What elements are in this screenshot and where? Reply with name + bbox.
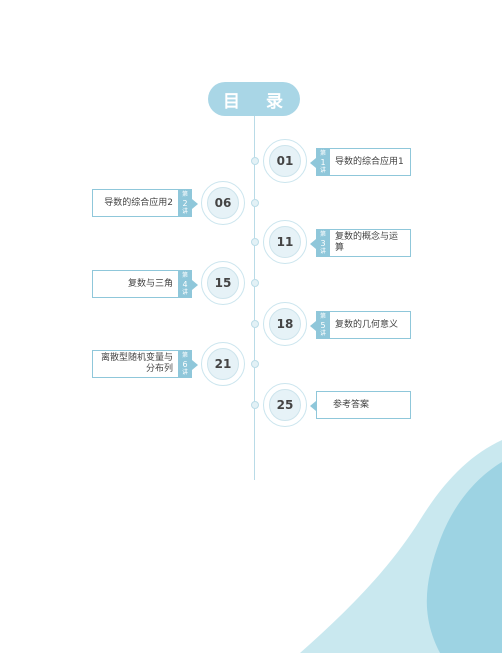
pointer-arrow [310, 401, 316, 411]
toc-entry-label: 导数的综合应用2 [104, 197, 173, 208]
pointer-arrow [192, 199, 198, 209]
pointer-arrow [310, 321, 316, 331]
toc-entry-label: 离散型随机变量与分布列 [100, 353, 173, 374]
page-number-circle: 18 [263, 302, 307, 346]
page-number-circle: 21 [201, 342, 245, 386]
timeline-dot [251, 401, 259, 409]
pointer-arrow [310, 158, 316, 168]
timeline-dot [251, 279, 259, 287]
timeline-dot [251, 157, 259, 165]
timeline-dot [251, 360, 259, 368]
page-number: 06 [207, 187, 239, 219]
pointer-arrow [192, 360, 198, 370]
pointer-arrow [192, 280, 198, 290]
page-number-circle: 25 [263, 383, 307, 427]
page-number: 15 [207, 267, 239, 299]
page-number: 25 [269, 389, 301, 421]
page-number: 11 [269, 226, 301, 258]
timeline-dot [251, 199, 259, 207]
page-title: 目 录 [208, 82, 300, 116]
page-number: 01 [269, 145, 301, 177]
page-number-circle: 11 [263, 220, 307, 264]
page-number-circle: 06 [201, 181, 245, 225]
timeline-dot [251, 320, 259, 328]
toc-entry-label: 导数的综合应用1 [335, 156, 404, 167]
timeline-dot [251, 238, 259, 246]
page-number: 18 [269, 308, 301, 340]
pointer-arrow [310, 239, 316, 249]
toc-entry-label: 复数的概念与运算 [335, 232, 399, 253]
page-number-circle: 01 [263, 139, 307, 183]
toc-entry-label: 复数与三角 [127, 278, 173, 289]
page-number: 21 [207, 348, 239, 380]
toc-entry-answers[interactable]: 参考答案 [310, 391, 411, 419]
wave-dark [426, 462, 502, 653]
toc-entry-label: 复数的几何意义 [335, 319, 399, 330]
page-number-circle: 15 [201, 261, 245, 305]
toc-entry-label: 参考答案 [333, 399, 370, 410]
timeline-line [254, 116, 255, 480]
